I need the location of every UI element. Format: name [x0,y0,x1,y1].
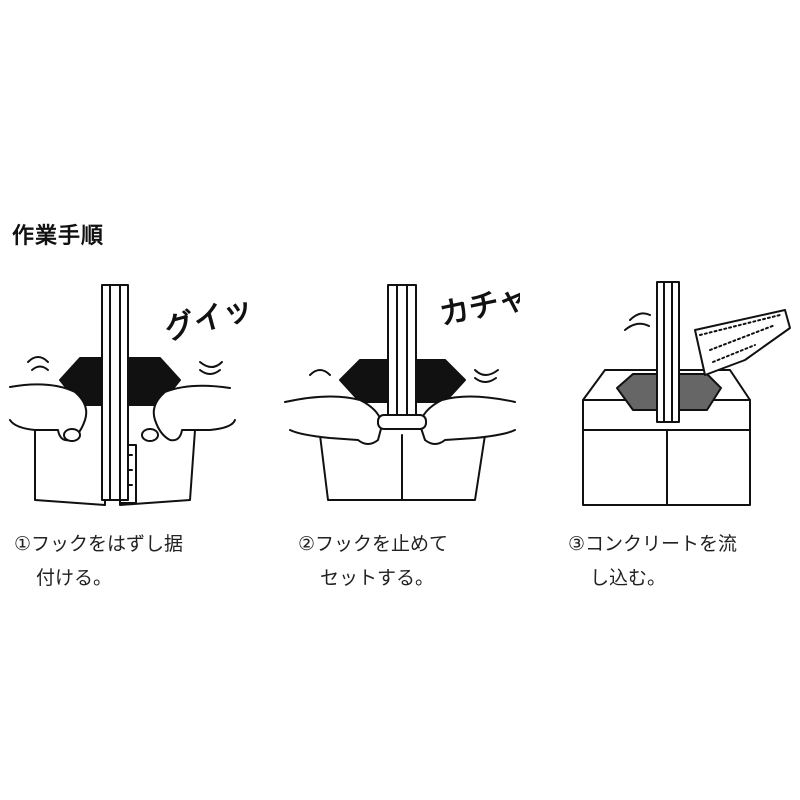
step1-illustration: グイッ [9,284,250,506]
step1-caption-line1: ①フックをはずし据 [14,533,184,555]
step2-caption-line1: ②フックを止めて [298,533,449,555]
section-title: 作業手順 [12,224,105,249]
step3-illustration [582,281,791,506]
left-arm [284,395,383,445]
concrete-chute [694,309,791,376]
step1-caption-line2: 付ける。 [36,567,113,589]
hook-latch [377,414,427,430]
right-arm [419,395,516,445]
step3-caption: ③コンクリートを流 し込む。 [568,527,737,595]
step2-caption: ②フックを止めて セットする。 [298,527,448,595]
step2-caption-line2: セットする。 [320,567,435,589]
pole [656,281,680,423]
step1-caption: ①フックをはずし据 付ける。 [14,527,183,595]
step1-sfx: グイッ [161,291,250,348]
step2-sfx: カチャ [436,280,520,333]
pole [387,284,417,416]
right-arm [152,384,236,442]
step3-caption-line1: ③コンクリートを流 [568,533,738,555]
step2-illustration: カチャ [284,280,520,501]
step3-caption-line2: し込む。 [590,567,667,589]
pole [101,284,129,501]
